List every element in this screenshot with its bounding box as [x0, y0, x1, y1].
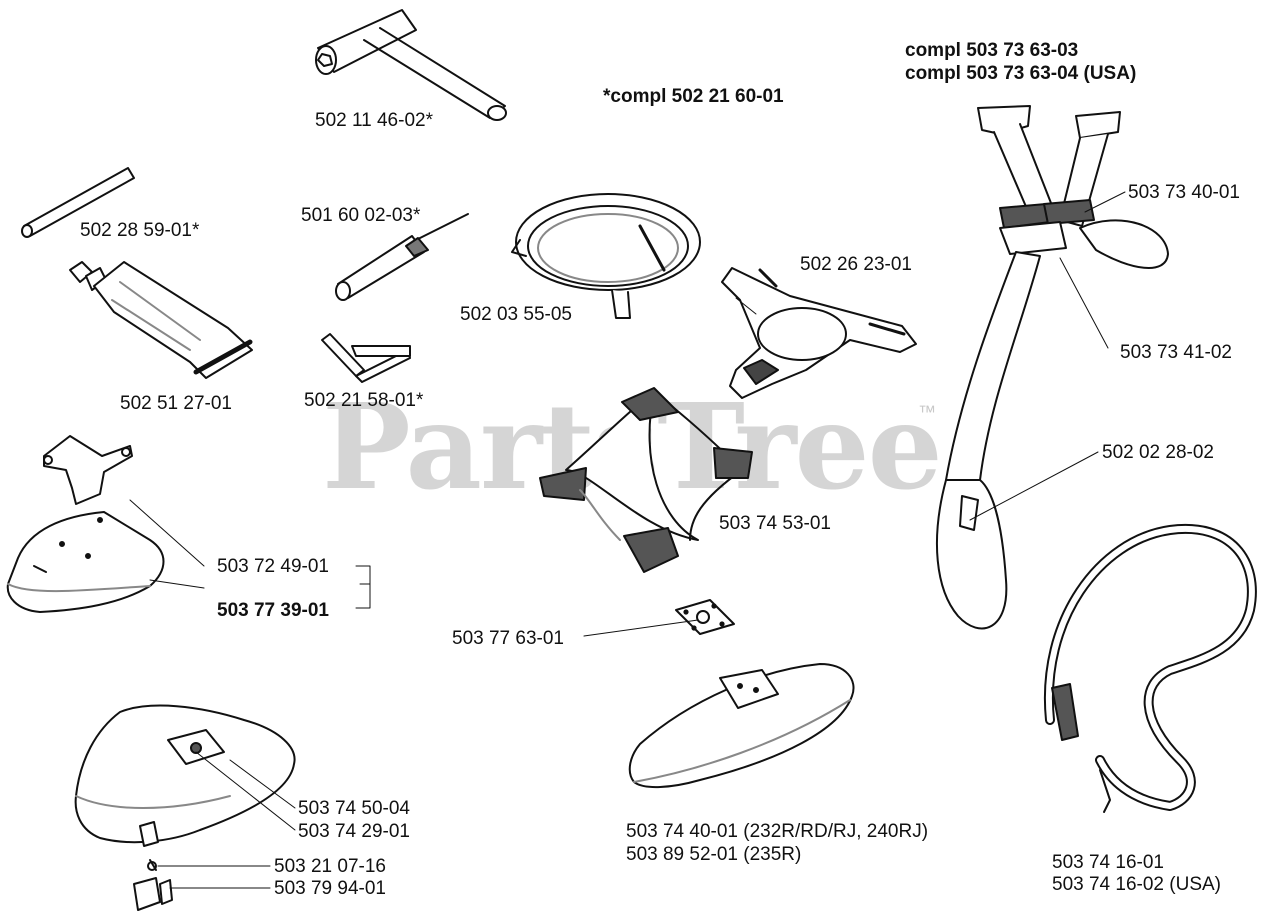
label-buckle: 503 73 40-01 [1128, 182, 1240, 203]
label-tool-wrench: 502 11 46-02* [315, 110, 433, 131]
shield-drawing [6, 511, 165, 613]
label-plate: 503 77 63-01 [452, 628, 564, 649]
screwdriver-drawing [335, 213, 469, 301]
label-rod: 502 28 59-01* [80, 220, 200, 241]
grease-tube-drawing [69, 261, 253, 379]
support-cup-drawing [721, 267, 917, 399]
blade-guard-drawing [628, 663, 855, 789]
label-ring-clamp: 502 03 55-05 [460, 304, 572, 325]
label-trimmer-shield-a: 503 74 50-04 [298, 798, 410, 819]
label-hex-key: 502 21 58-01* [304, 390, 424, 411]
t-wrench-drawing [315, 9, 507, 121]
hex-key-drawing [321, 333, 411, 383]
screw-clamp-drawing [133, 859, 173, 911]
label-guard-frame: 503 74 53-01 [719, 513, 831, 534]
label-compl-kit: *compl 502 21 60-01 [603, 86, 784, 107]
label-screwdriver: 501 60 02-03* [301, 205, 421, 226]
label-screw: 503 21 07-16 [274, 856, 386, 877]
label-harness-compl-2: compl 503 73 63-04 (USA) [905, 63, 1137, 84]
label-shoulder-strap-b: 503 74 16-02 (USA) [1052, 874, 1221, 895]
label-hip-pad: 502 02 28-02 [1102, 442, 1214, 463]
leader-lines [129, 191, 1126, 889]
ring-clamp-drawing [511, 193, 701, 319]
label-shield-assembly: 503 77 39-01 [217, 600, 329, 621]
label-clamp: 503 79 94-01 [274, 878, 386, 899]
label-grease-tube: 502 51 27-01 [120, 393, 232, 414]
label-bracket-shield: 503 72 49-01 [217, 556, 329, 577]
plate-drawing [675, 599, 735, 635]
rod-drawing [21, 167, 135, 238]
bracket-drawing [43, 435, 133, 505]
label-shoulder-strap-a: 503 74 16-01 [1052, 852, 1164, 873]
shoulder-strap-drawing [1043, 523, 1257, 813]
harness-drawing [935, 105, 1169, 630]
label-harness-strap: 503 73 41-02 [1120, 342, 1232, 363]
label-trimmer-shield-b: 503 74 29-01 [298, 821, 410, 842]
label-blade-guard-a: 503 74 40-01 (232R/RD/RJ, 240RJ) [626, 821, 929, 842]
label-harness-compl-1: compl 503 73 63-03 [905, 40, 1079, 61]
trademark-mark: ™ [918, 402, 936, 422]
label-blade-guard-b: 503 89 52-01 (235R) [626, 844, 802, 865]
label-support-cup: 502 26 23-01 [800, 254, 912, 275]
trimmer-shield-drawing [74, 704, 296, 847]
guard-frame-drawing [539, 387, 753, 573]
